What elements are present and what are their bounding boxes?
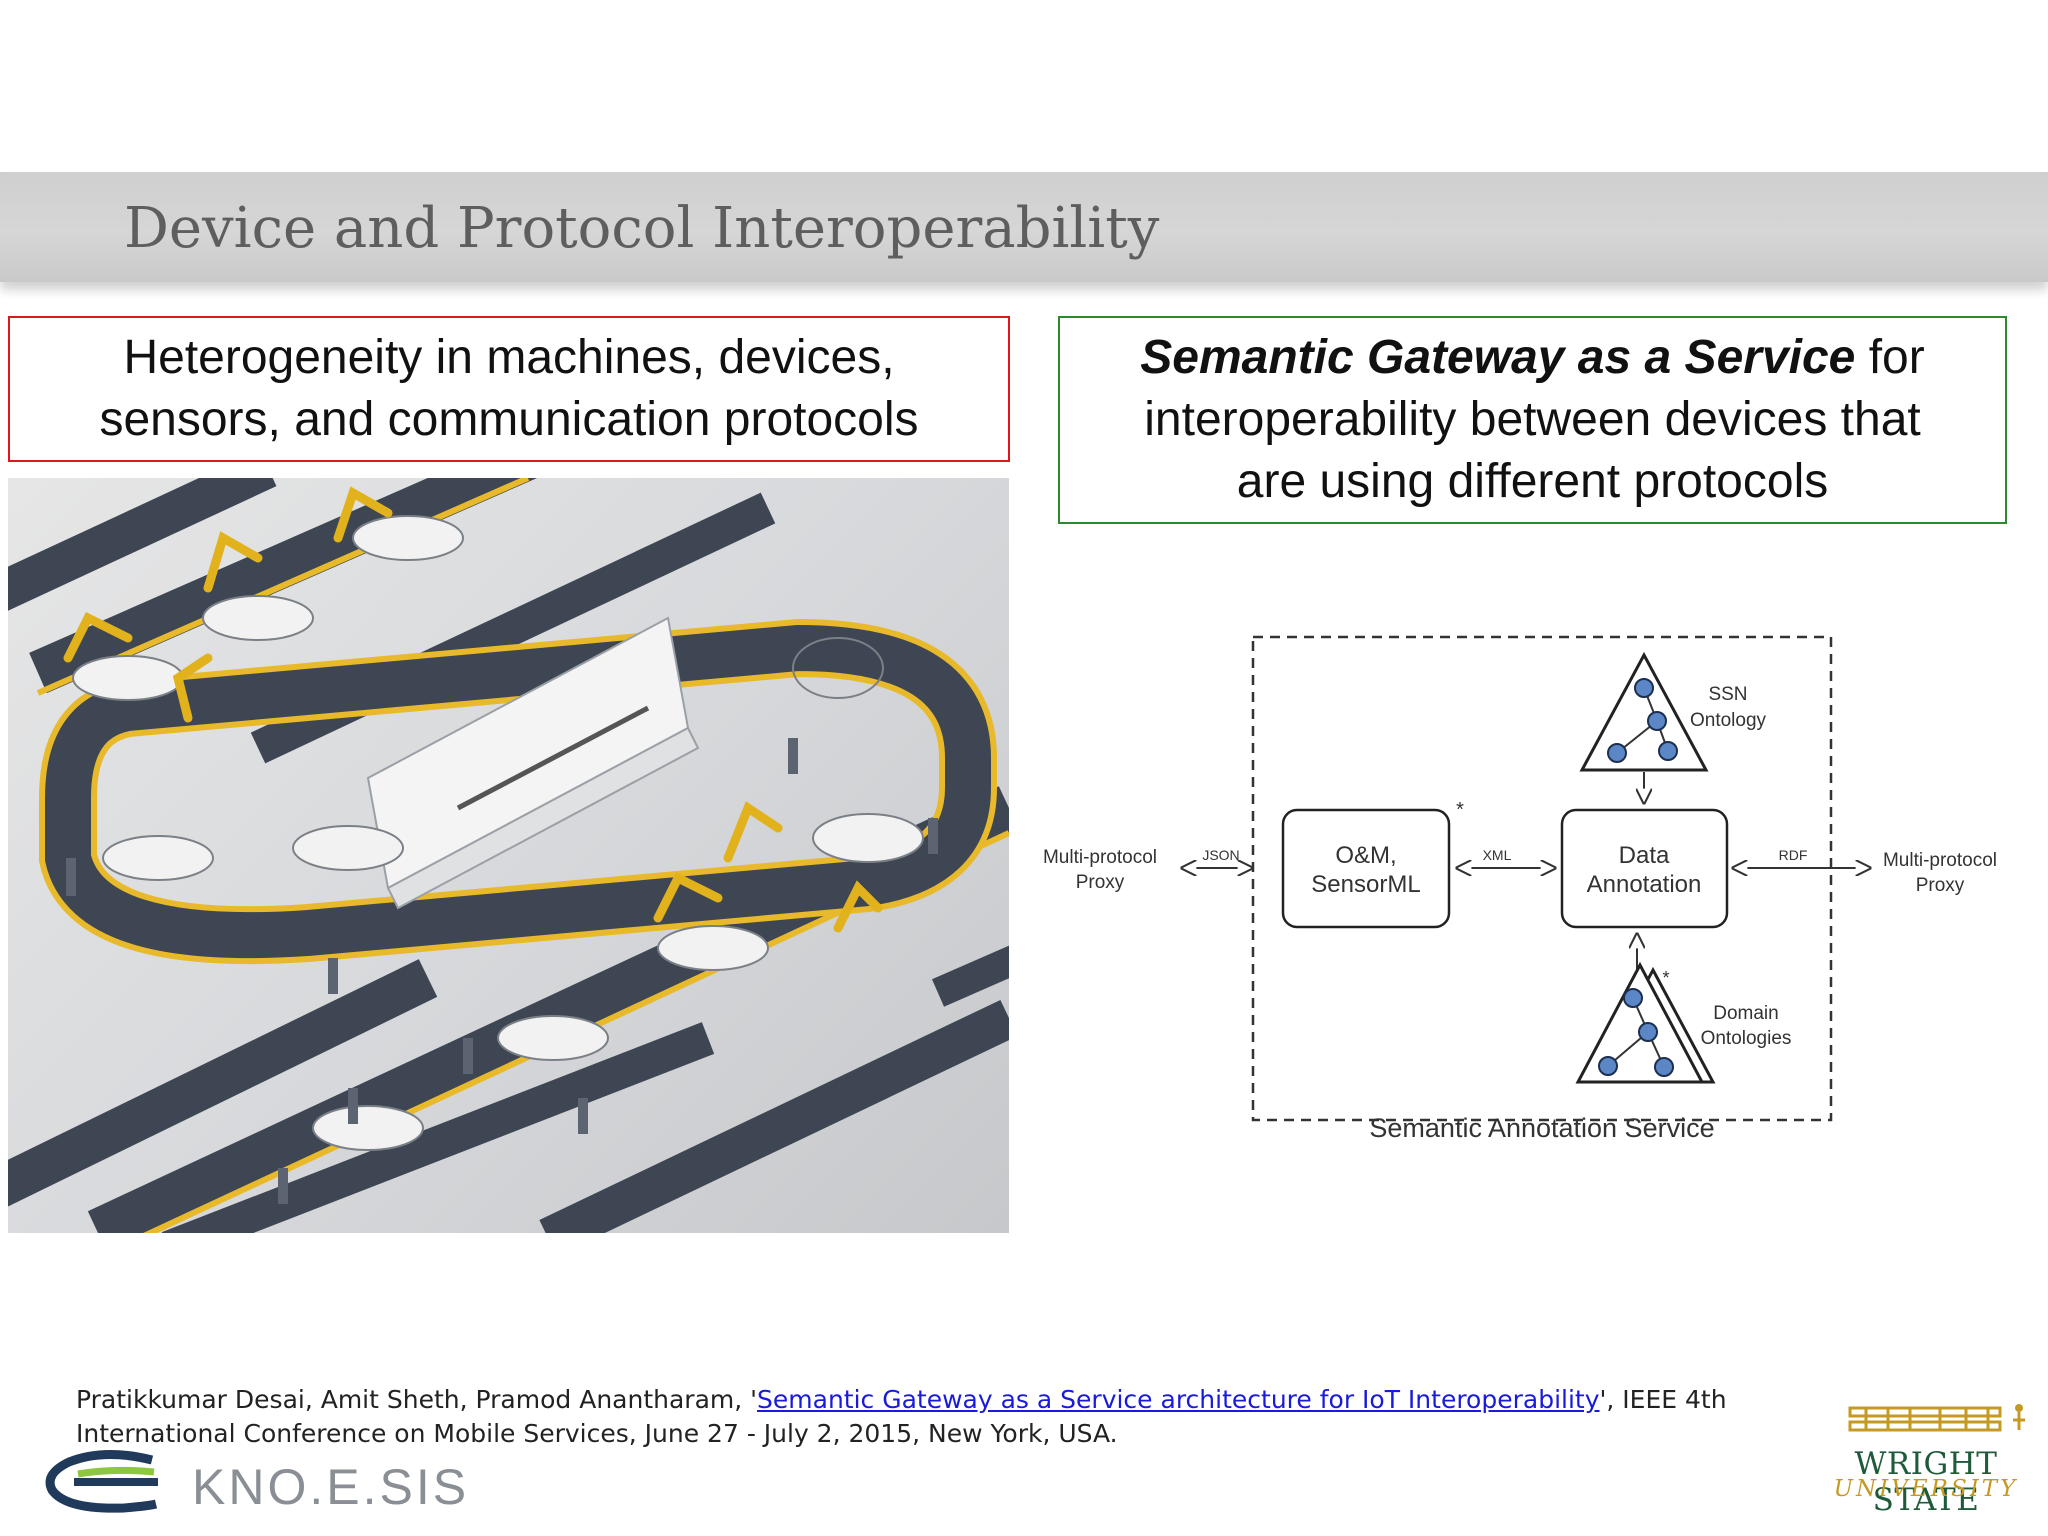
wright-flyer-icon (1848, 1404, 2025, 1432)
slide-title: Device and Protocol Interoperability (124, 196, 1160, 261)
gateway-box: Semantic Gateway as a Service for intero… (1058, 316, 2007, 524)
cars (72, 515, 924, 1151)
architecture-diagram: SSN Ontology O&M, SensorML * Data Annota… (1043, 635, 1997, 1143)
gateway-line-1-rest: for (1855, 331, 1925, 384)
factory-drawing (8, 478, 1009, 1233)
heterogeneity-box: Heterogeneity in machines, devices, sens… (8, 316, 1010, 462)
ssn-label-1: SSN (1708, 684, 1747, 705)
loop-conveyor (39, 618, 997, 965)
data-label-1: Data (1619, 842, 1670, 869)
domain-label-2: Ontologies (1701, 1028, 1792, 1049)
gateway-line-3: are using different protocols (1236, 455, 1829, 508)
factory-illustration (8, 478, 1009, 1233)
wsu-subtitle: UNIVERSITY (1833, 1476, 2019, 1502)
json-label: JSON (1202, 847, 1239, 863)
robot-arms (63, 486, 883, 933)
knoesis-wordmark: KNO.E.SIS (192, 1459, 469, 1515)
gateway-line-1: Semantic Gateway as a Service for (1060, 327, 2005, 389)
citation-rest: ', IEEE 4th International Conference on … (76, 1385, 1727, 1448)
om-sensorml-box (1281, 808, 1451, 929)
citation-link[interactable]: Semantic Gateway as a Service architectu… (757, 1385, 1600, 1414)
domain-ontologies-triangles (1575, 961, 1716, 1084)
xml-label: XML (1483, 847, 1512, 863)
om-label-2: SensorML (1311, 871, 1420, 898)
heterogeneity-line-2: sensors, and communication protocols (99, 393, 919, 446)
gateway-line-2: interoperability between devices that (1144, 393, 1921, 446)
domain-label-1: Domain (1713, 1003, 1778, 1024)
right-proxy-label-2: Proxy (1916, 875, 1965, 896)
workers (66, 738, 938, 1204)
right-proxy-label-1: Multi-protocol (1883, 850, 1997, 871)
data-annotation-box (1560, 808, 1729, 929)
ssn-ontology-triangle (1579, 651, 1709, 772)
knoesis-emblem (45, 1450, 158, 1513)
om-asterisk: * (1456, 799, 1464, 821)
ssn-label-2: Ontology (1690, 710, 1767, 731)
heterogeneity-line-1: Heterogeneity in machines, devices, (123, 331, 895, 384)
left-proxy-label-2: Proxy (1076, 872, 1125, 893)
left-proxy-label-1: Multi-protocol (1043, 847, 1157, 868)
tunnel-building (366, 616, 700, 910)
citation: Pratikkumar Desai, Amit Sheth, Pramod An… (76, 1383, 1776, 1451)
data-label-2: Annotation (1587, 871, 1702, 898)
rdf-label: RDF (1779, 847, 1808, 863)
citation-authors: Pratikkumar Desai, Amit Sheth, Pramod An… (76, 1385, 758, 1414)
domain-asterisk: * (1662, 968, 1669, 988)
knoesis-logo: KNO.E.SIS (45, 1450, 469, 1515)
diagram-caption: Semantic Annotation Service (1369, 1113, 1714, 1143)
wsu-name: WRIGHT STATE (1854, 1446, 1998, 1518)
om-label-1: O&M, (1335, 842, 1396, 869)
title-band (0, 172, 2048, 282)
service-boundary (1251, 635, 1833, 1122)
wsu-logo: WRIGHT STATE UNIVERSITY (1816, 1396, 2036, 1518)
gateway-emphasis: Semantic Gateway as a Service (1140, 331, 1856, 384)
